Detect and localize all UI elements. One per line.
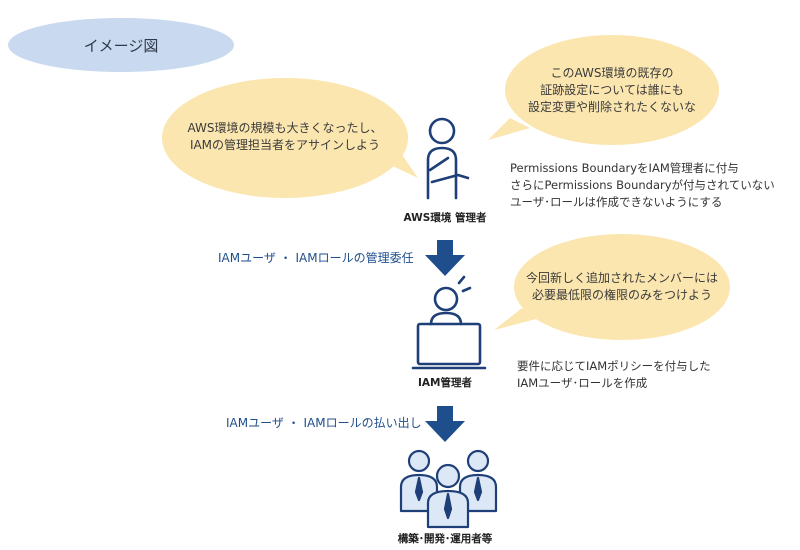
speech-bubble-right-top	[488, 35, 719, 145]
note-iam-policy: 要件に応じてIAMポリシーを付与した IAMユーザ･ロールを作成	[517, 358, 711, 392]
arrow-delegate	[425, 240, 465, 276]
step-label-issue: IAMユーザ ・ IAMロールの払い出し	[226, 416, 422, 430]
members-group-icon	[399, 449, 498, 529]
bubble-right-top-line-2: 証跡設定については誰にも	[540, 83, 684, 97]
aws-admin-person-icon	[426, 117, 470, 200]
diagram-title: イメージ図	[83, 36, 159, 55]
bubble-left-top-line-2: IAMの管理担当者をアサインしよう	[189, 138, 381, 152]
bubble-right-top-line-1: このAWS環境の既存の	[550, 66, 674, 80]
bubble-right-middle-text: 今回新しく追加されたメンバーには 必要最低限の権限のみをつけよう	[517, 270, 727, 304]
iam-admin-laptop-icon	[411, 275, 487, 370]
note-boundary-line-1: Permissions BoundaryをIAM管理者に付与	[510, 161, 739, 175]
speech-bubble-right-middle	[494, 234, 730, 340]
bubble-right-top-text: このAWS環境の既存の 証跡設定については誰にも 設定変更や削除されたくないな	[512, 65, 712, 116]
bubble-right-middle-line-2: 必要最低限の権限のみをつけよう	[531, 288, 712, 302]
note-policy-line-1: 要件に応じてIAMポリシーを付与した	[517, 359, 711, 373]
note-permissions-boundary: Permissions BoundaryをIAM管理者に付与 さらにPermis…	[510, 160, 775, 211]
arrow-issue	[425, 406, 465, 442]
bubble-left-top-text: AWS環境の規模も大きくなったし、 IAMの管理担当者をアサインしよう	[172, 120, 398, 154]
bubble-right-top-line-3: 設定変更や削除されたくないな	[527, 100, 696, 114]
role-label-members: 構築･開発･運用者等	[397, 533, 493, 545]
role-label-iam-admin: IAM管理者	[418, 377, 472, 389]
bubble-right-middle-line-1: 今回新しく追加されたメンバーには	[525, 271, 718, 285]
title-badge: イメージ図	[8, 18, 234, 72]
note-boundary-line-3: ユーザ･ロールは作成できないようにする	[510, 195, 723, 209]
note-boundary-line-2: さらにPermissions Boundaryが付与されていない	[510, 178, 775, 192]
step-label-delegate: IAMユーザ ・ IAMロールの管理委任	[218, 251, 414, 265]
bubble-left-top-line-1: AWS環境の規模も大きくなったし、	[187, 121, 383, 135]
speech-bubble-left-top	[162, 78, 418, 198]
note-policy-line-2: IAMユーザ･ロールを作成	[517, 376, 648, 390]
role-label-aws-admin: AWS環境 管理者	[403, 212, 487, 224]
